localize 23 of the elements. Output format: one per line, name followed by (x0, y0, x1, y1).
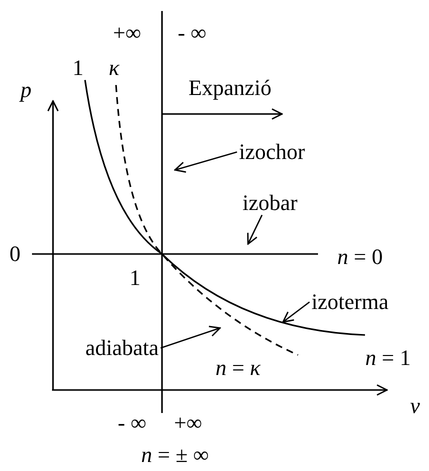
axis-label: 1 (72, 57, 84, 79)
leader-line (282, 301, 310, 323)
leader-line (160, 326, 221, 349)
axis-label: p (20, 79, 32, 101)
process-label: izoterma (312, 291, 388, 313)
expansion-label: Expanzió (188, 77, 272, 99)
axis-label: n = κ (216, 357, 260, 379)
process-label: izobar (242, 192, 298, 214)
axis-label: n = 1 (365, 347, 411, 369)
axis-label: +∞ (112, 22, 142, 44)
axis-label: κ (108, 57, 120, 79)
leader-line (247, 214, 263, 245)
leader-line (174, 151, 238, 173)
axis-label: n = 0 (337, 246, 383, 268)
process-label: adiabata (85, 337, 159, 359)
axis-label: 0 (10, 243, 20, 265)
process-label: izochor (239, 141, 305, 163)
axis-label: - ∞ (118, 412, 146, 434)
axis-label: +∞ (174, 412, 202, 434)
axis-label: v (410, 395, 420, 417)
axis-label: - ∞ (178, 22, 206, 44)
axis-label: 1 (130, 267, 140, 289)
axis-label: n = ± ∞ (141, 444, 209, 466)
